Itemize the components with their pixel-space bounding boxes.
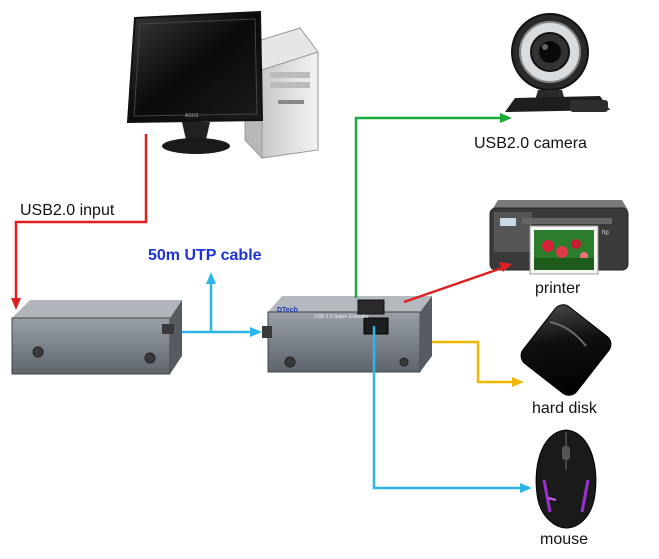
hard-disk-icon — [520, 304, 612, 396]
printer-label: printer — [535, 280, 581, 297]
printer-brand: hp — [602, 230, 609, 236]
usb-input-connection — [11, 134, 148, 310]
hard-disk-label: hard disk — [532, 400, 598, 417]
labels: USB2.0 input 50m UTP cable USB2.0 camera… — [20, 135, 598, 548]
hard-disk-connection — [432, 340, 524, 387]
mouse-connection — [372, 326, 532, 493]
extender-brand: DTech — [277, 307, 298, 314]
printer-connection — [403, 262, 512, 304]
mouse-icon — [535, 429, 597, 529]
printer-icon: hp — [489, 200, 629, 275]
monitor-brand: ASUS — [185, 113, 199, 119]
connection-lines — [11, 113, 532, 493]
utp-cable-connection — [182, 272, 262, 337]
cable-label: 50m UTP cable — [148, 247, 262, 264]
usb-input-label: USB2.0 input — [20, 202, 115, 219]
webcam-icon — [505, 13, 610, 112]
computer-icon: ASUS — [126, 10, 319, 160]
extender-receiver: DTech USB 2.0 Super Extender — [262, 296, 432, 373]
extender-title: USB 2.0 Super Extender — [314, 314, 369, 320]
camera-label: USB2.0 camera — [474, 135, 587, 152]
extender-transmitter — [11, 300, 182, 375]
camera-connection — [354, 113, 512, 298]
mouse-label: mouse — [540, 531, 588, 548]
